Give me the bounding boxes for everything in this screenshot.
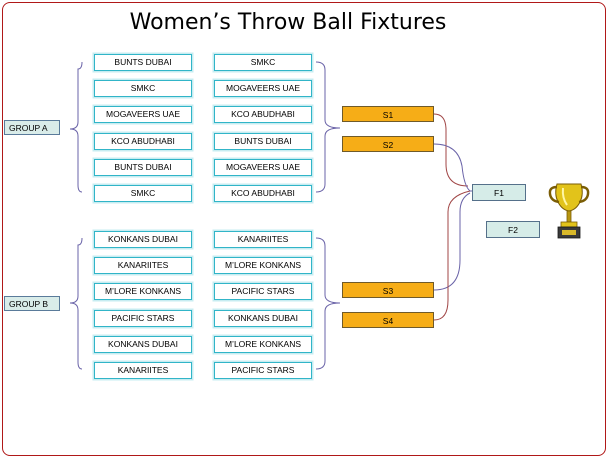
final-f2: F2 <box>486 221 540 238</box>
s1-s2-link <box>433 113 469 187</box>
match-a6-home: SMKC <box>94 185 192 202</box>
match-b5-home: KONKANS DUBAI <box>94 336 192 353</box>
group-b-brace <box>69 237 83 370</box>
match-b1-home: KONKANS DUBAI <box>94 231 192 248</box>
match-b4-home: PACIFIC STARS <box>94 310 192 327</box>
page-title: Women’s Throw Ball Fixtures <box>129 10 447 35</box>
final-f1: F1 <box>472 184 526 201</box>
match-b6-away: PACIFIC STARS <box>214 362 312 379</box>
match-a2-away: MOGAVEERS UAE <box>214 80 312 97</box>
group-a-brace-right <box>315 61 341 193</box>
group-a-label: GROUP A <box>4 120 60 135</box>
page-frame <box>2 2 606 456</box>
match-a6-away: KCO ABUDHABI <box>214 185 312 202</box>
s2-link <box>433 143 471 192</box>
trophy-icon <box>548 183 590 239</box>
match-a4-away: BUNTS DUBAI <box>214 133 312 150</box>
match-b2-home: KANARIITES <box>94 257 192 274</box>
match-a4-home: KCO ABUDHABI <box>94 133 192 150</box>
match-b4-away: KONKANS DUBAI <box>214 310 312 327</box>
match-b3-home: M’LORE KONKANS <box>94 283 192 300</box>
group-b-brace-right <box>315 237 341 370</box>
match-a1-home: BUNTS DUBAI <box>94 54 192 71</box>
semi-s2: S2 <box>342 136 434 152</box>
match-b1-away: KANARIITES <box>214 231 312 248</box>
s4-link <box>433 190 471 321</box>
s3-link <box>433 192 471 291</box>
match-b3-away: PACIFIC STARS <box>214 283 312 300</box>
match-a1-away: SMKC <box>214 54 312 71</box>
group-a-brace <box>69 61 83 193</box>
match-a3-home: MOGAVEERS UAE <box>94 106 192 123</box>
match-a5-away: MOGAVEERS UAE <box>214 159 312 176</box>
match-a2-home: SMKC <box>94 80 192 97</box>
semi-s1: S1 <box>342 106 434 122</box>
match-a3-away: KCO ABUDHABI <box>214 106 312 123</box>
group-b-label: GROUP B <box>4 296 60 311</box>
semi-s3: S3 <box>342 282 434 298</box>
semi-s4: S4 <box>342 312 434 328</box>
match-b6-home: KANARIITES <box>94 362 192 379</box>
match-b2-away: M’LORE KONKANS <box>214 257 312 274</box>
match-a5-home: BUNTS DUBAI <box>94 159 192 176</box>
match-b5-away: M’LORE KONKANS <box>214 336 312 353</box>
